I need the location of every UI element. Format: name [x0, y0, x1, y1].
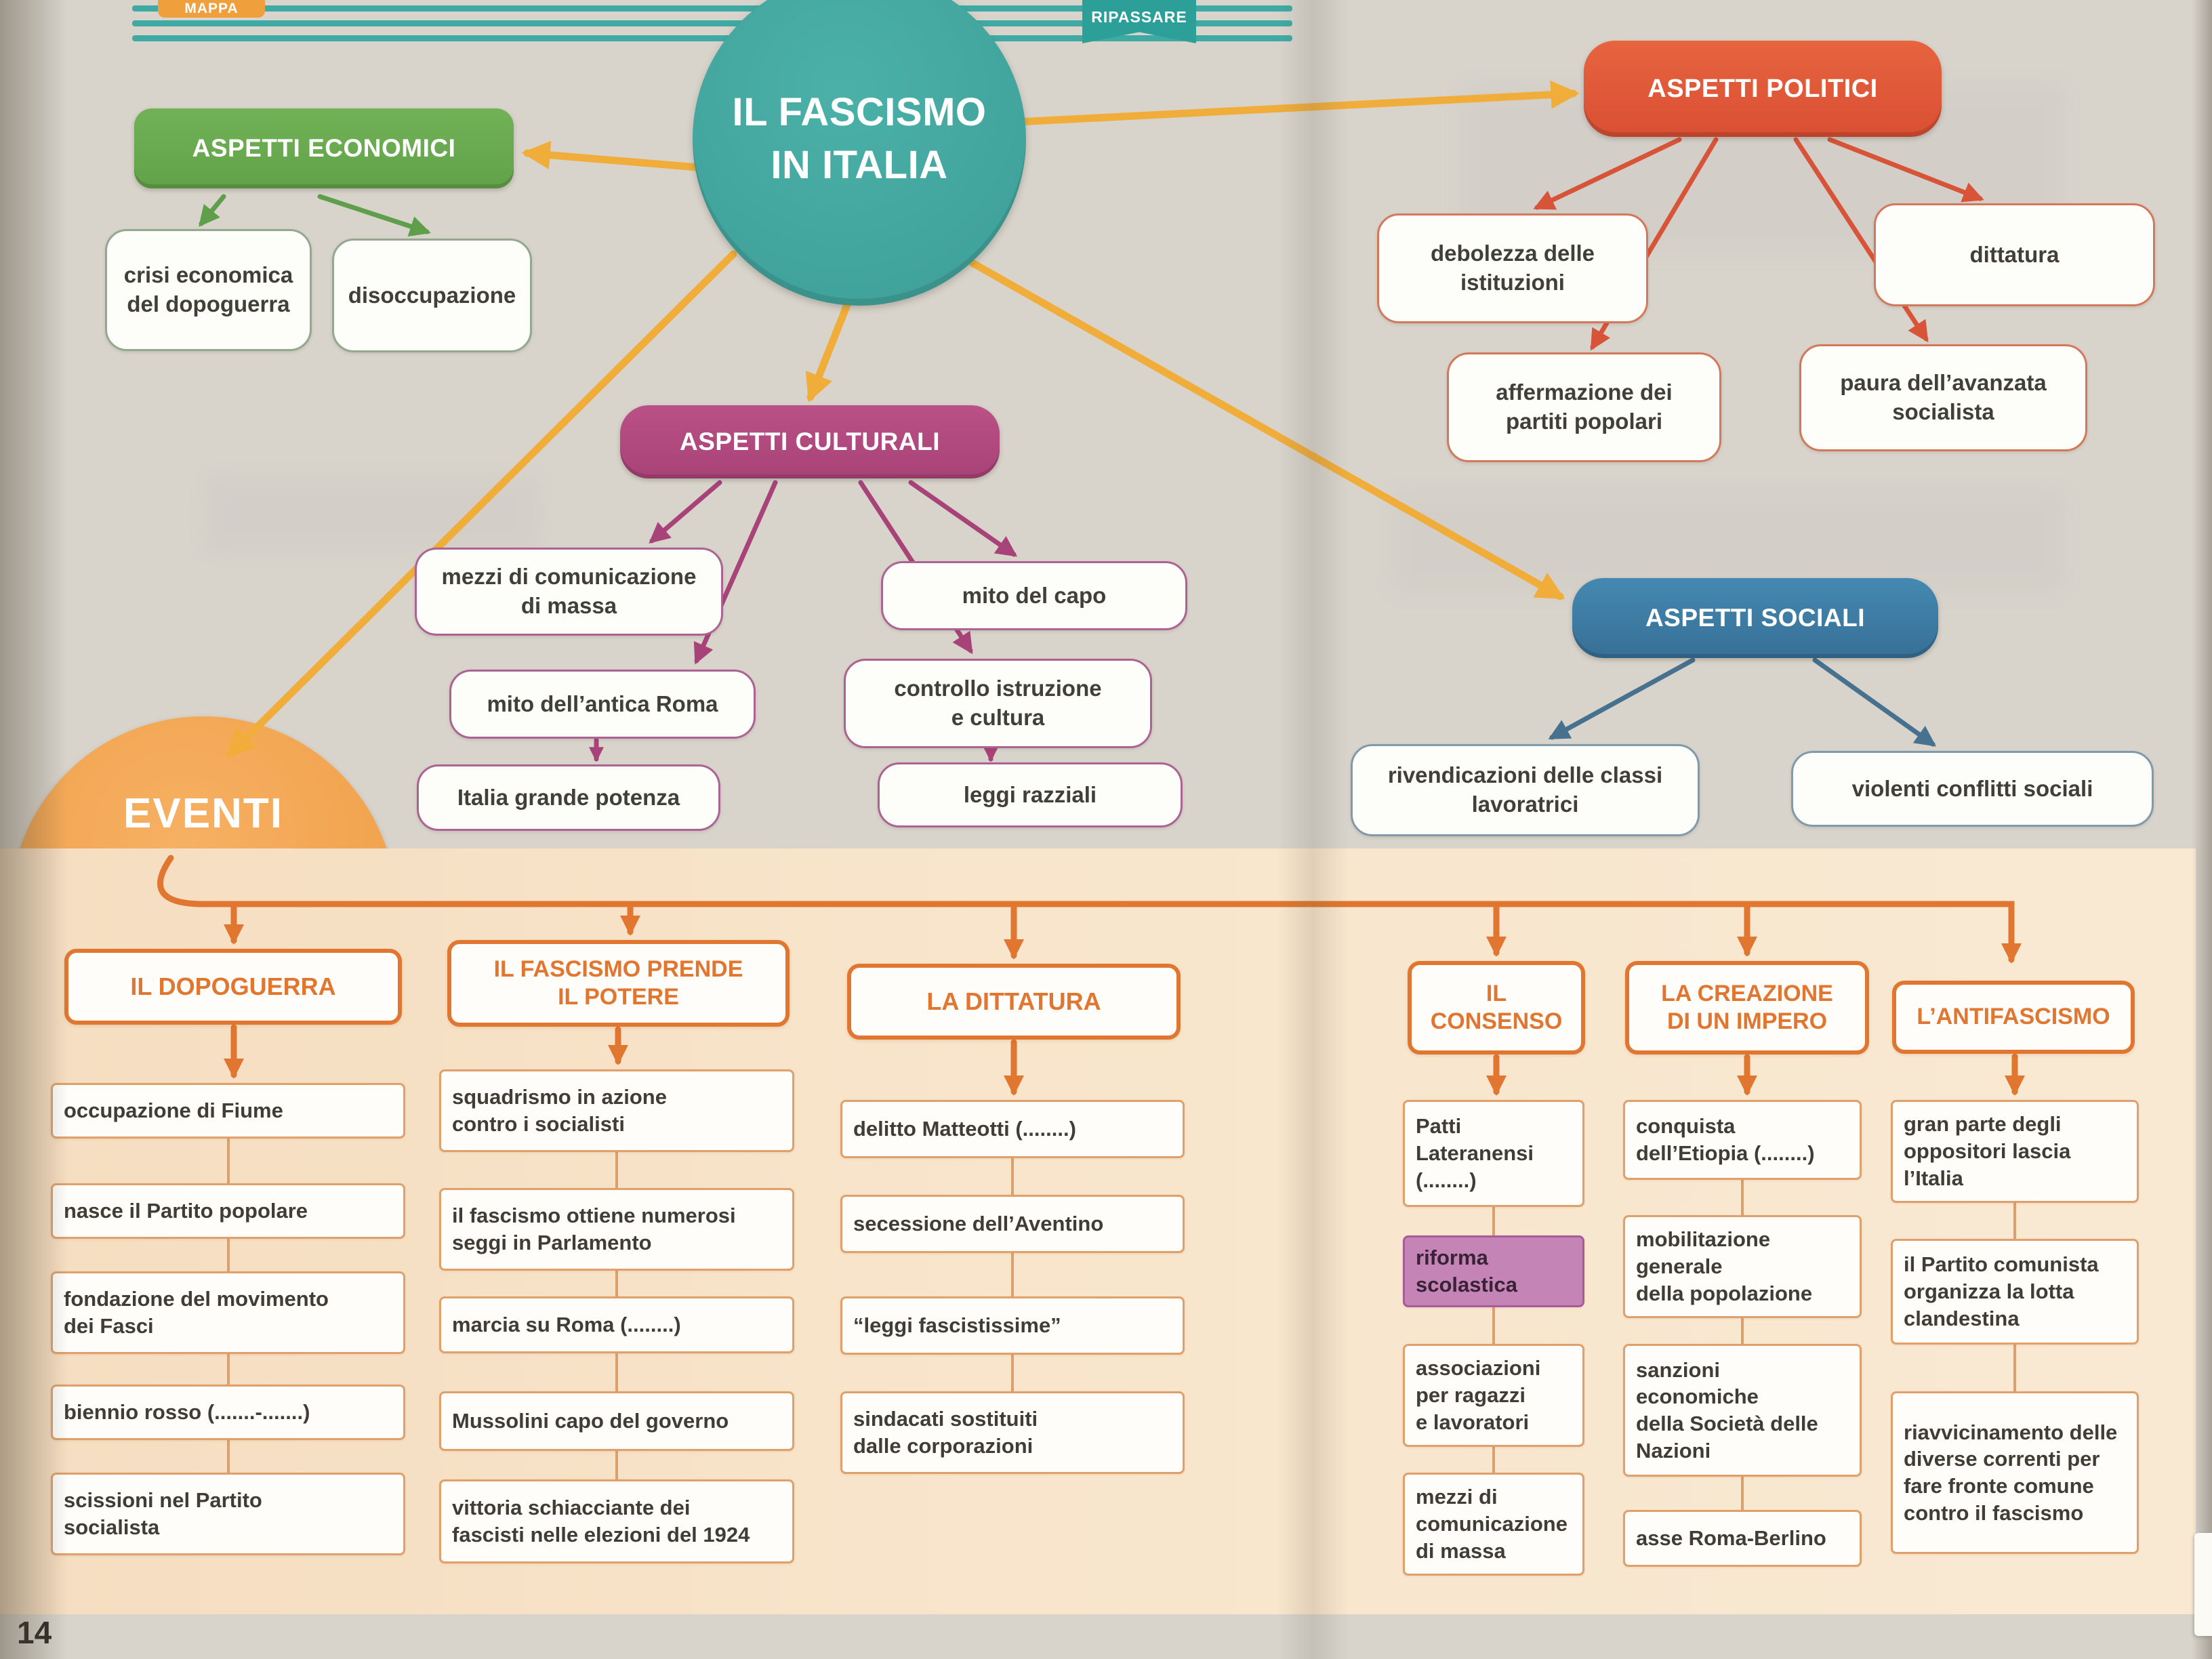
column-header-dittatura: LA DITTATURA: [847, 964, 1181, 1040]
event-item: scissioni nel Partito socialista: [51, 1473, 405, 1555]
node-debolezza-istituzioni: debolezza delle istituzioni: [1377, 213, 1648, 323]
event-item: associazioni per ragazzi e lavoratori: [1403, 1344, 1584, 1447]
bleed-through: [203, 474, 542, 556]
branch-politici-label: ASPETTI POLITICI: [1647, 74, 1878, 103]
economici-arrows: [199, 194, 431, 237]
column-header-creazione-impero: LA CREAZIONE DI UN IMPERO: [1625, 961, 1869, 1054]
event-item: squadrismo in azione contro i socialisti: [439, 1069, 794, 1152]
node-rivendicazioni-classi: rivendicazioni delle classi lavoratrici: [1351, 744, 1700, 836]
eventi-hub-label: EVENTI: [123, 790, 283, 837]
node-mezzi-comunicazione: mezzi di comunicazione di massa: [415, 548, 723, 636]
politici-arrows: [1533, 137, 1984, 351]
column-header-antifascismo: L’ANTIFASCISMO: [1892, 981, 2135, 1054]
node-crisi-economica: crisi economica del dopoguerra: [105, 229, 312, 351]
event-item: asse Roma-Berlino: [1623, 1510, 1862, 1567]
node-violenti-conflitti: violenti conflitti sociali: [1791, 751, 2154, 827]
event-item: sindacati sostituiti dalle corporazioni: [840, 1391, 1185, 1474]
event-item: “leggi fascistissime”: [840, 1296, 1185, 1355]
event-item: vittoria schiacciante dei fascisti nelle…: [439, 1479, 794, 1563]
event-item: nasce il Partito popolare: [51, 1183, 405, 1239]
main-branch-arrows: [226, 80, 1580, 758]
event-item: occupazione di Fiume: [51, 1083, 405, 1139]
sociali-arrows: [1548, 657, 1937, 747]
mappa-tab: MAPPA: [158, 0, 265, 18]
ripassare-ribbon-label: RIPASSARE: [1091, 8, 1187, 26]
central-topic-title: IL FASCISMO IN ITALIA: [732, 89, 987, 187]
events-flow-arrows: [157, 855, 2025, 1096]
column-header-dopoguerra: IL DOPOGUERRA: [64, 949, 402, 1025]
event-item: gran parte degli oppositori lascia l’Ita…: [1891, 1100, 2139, 1203]
branch-culturali: ASPETTI CULTURALI: [620, 405, 1000, 478]
branch-sociali-label: ASPETTI SOCIALI: [1645, 604, 1866, 632]
branch-culturali-label: ASPETTI CULTURALI: [680, 428, 940, 455]
event-item: mobilitazione generale della popolazione: [1623, 1215, 1862, 1318]
node-mito-del-capo: mito del capo: [881, 561, 1187, 630]
column-header-consenso: IL CONSENSO: [1408, 961, 1585, 1054]
event-item: il Partito comunista organizza la lotta …: [1891, 1239, 2139, 1345]
page-number: 14: [17, 1615, 52, 1650]
node-mito-antica-roma: mito dell’antica Roma: [449, 670, 756, 739]
decor-line: [132, 20, 1292, 26]
branch-politici: ASPETTI POLITICI: [1584, 41, 1942, 137]
branch-sociali: ASPETTI SOCIALI: [1572, 578, 1938, 658]
branch-economici-label: ASPETTI ECONOMICI: [192, 134, 456, 162]
event-item: marcia su Roma (........): [439, 1296, 794, 1353]
event-item: mezzi di comunicazione di massa: [1403, 1473, 1584, 1576]
event-item: il fascismo ottiene numerosi seggi in Pa…: [439, 1188, 794, 1271]
node-paura-avanzata-socialista: paura dell’avanzata socialista: [1799, 344, 2087, 451]
event-item: Patti Lateranensi (........): [1403, 1100, 1584, 1207]
event-item: Mussolini capo del governo: [439, 1391, 794, 1451]
event-item: sanzioni economiche della Società delle …: [1623, 1344, 1862, 1477]
event-item: biennio rosso (.......-.......): [51, 1385, 405, 1440]
column-header-fascismo-potere: IL FASCISMO PRENDE IL POTERE: [447, 940, 790, 1027]
ripassare-ribbon: RIPASSARE: [1082, 0, 1196, 43]
node-disoccupazione: disoccupazione: [332, 239, 532, 352]
event-item: fondazione del movimento dei Fasci: [51, 1271, 405, 1354]
event-item: riavvicinamento delle diverse correnti p…: [1891, 1391, 2139, 1554]
event-item: conquista dell’Etiopia (........): [1623, 1100, 1862, 1180]
event-item: secessione dell’Aventino: [840, 1195, 1185, 1253]
node-controllo-istruzione: controllo istruzione e cultura: [844, 659, 1152, 748]
page-insert-edge: [2194, 1533, 2212, 1636]
central-topic: IL FASCISMO IN ITALIA: [693, 0, 1026, 306]
node-dittatura: dittatura: [1874, 203, 2155, 306]
event-item-riforma-scolastica: riforma scolastica: [1403, 1235, 1584, 1307]
event-item: delitto Matteotti (........): [840, 1100, 1185, 1158]
branch-economici: ASPETTI ECONOMICI: [134, 108, 514, 188]
decor-line: [132, 35, 1292, 41]
node-italia-grande-potenza: Italia grande potenza: [417, 764, 720, 831]
node-leggi-razziali: leggi razziali: [878, 762, 1183, 827]
decor-line: [132, 5, 1292, 12]
mappa-tab-label: MAPPA: [184, 1, 239, 16]
node-affermazione-partiti: affermazione dei partiti popolari: [1447, 352, 1721, 462]
